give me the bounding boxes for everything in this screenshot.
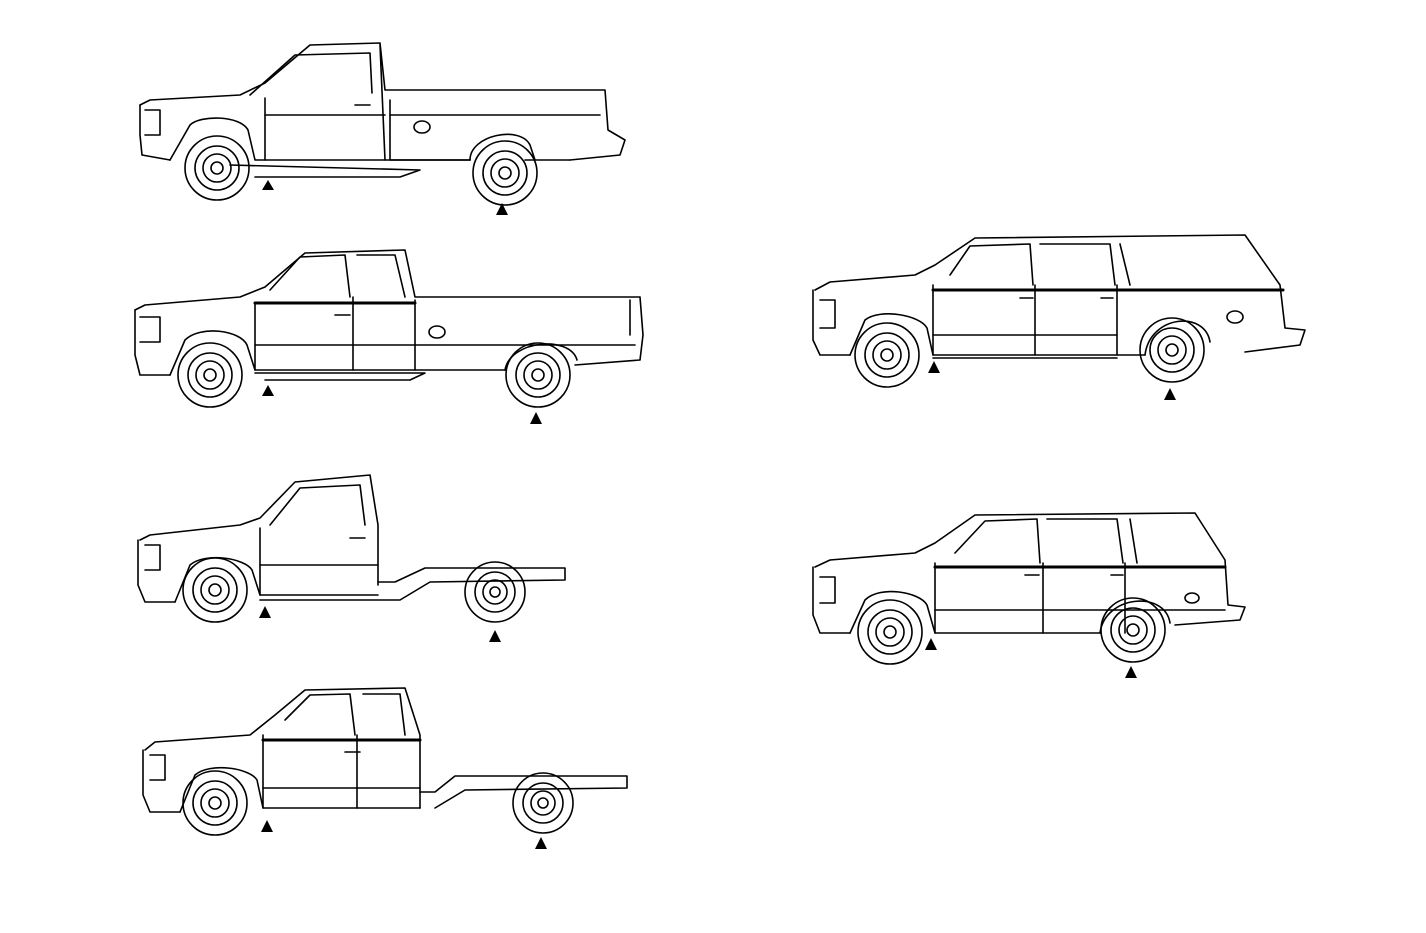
regular-cab-chassis xyxy=(130,470,580,650)
lift-point-marker-rear xyxy=(1164,388,1176,400)
lift-point-marker-rear xyxy=(1125,666,1137,678)
lift-point-marker-front xyxy=(262,180,274,190)
lift-point-marker-front xyxy=(925,638,937,650)
lift-point-marker-rear xyxy=(496,203,508,215)
suburban-long-suv xyxy=(805,230,1315,415)
front-wheel xyxy=(184,135,250,201)
extended-cab-chassis xyxy=(135,680,635,860)
rear-wheel xyxy=(472,140,538,206)
lift-point-marker-rear xyxy=(489,630,501,642)
lift-point-marker-front xyxy=(928,361,940,373)
lift-point-marker-rear xyxy=(535,837,547,849)
extended-cab-pickup xyxy=(125,245,655,435)
lift-point-marker-rear xyxy=(530,412,542,424)
tahoe-4door-suv xyxy=(805,505,1255,690)
lift-point-marker-front xyxy=(259,606,271,618)
regular-cab-pickup xyxy=(130,35,640,225)
lift-point-marker-front xyxy=(262,385,274,396)
lift-point-marker-front xyxy=(261,820,273,832)
